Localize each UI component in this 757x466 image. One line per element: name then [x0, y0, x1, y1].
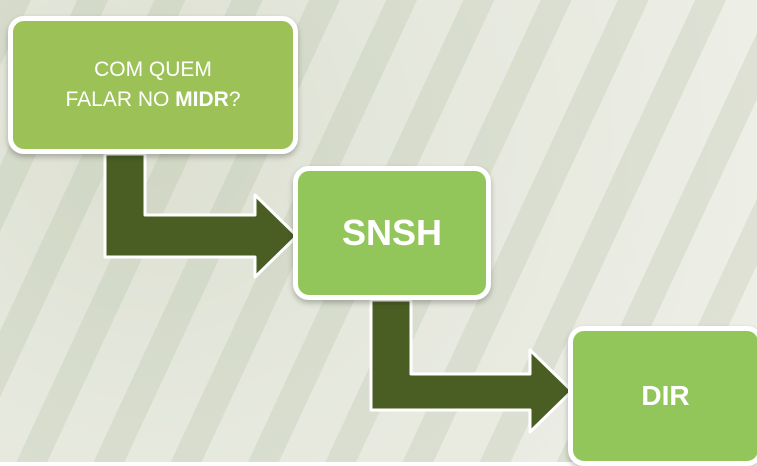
node-snsh: SNSH: [293, 166, 491, 300]
node-snsh-label: SNSH: [341, 212, 443, 253]
node-dir: DIR: [568, 326, 757, 466]
node-line-1: COM QUEM: [94, 58, 212, 81]
arrow-start-to-snsh: [103, 152, 299, 279]
node-dir-label: DIR: [641, 380, 690, 411]
node-question-mark: ?: [228, 88, 241, 111]
node-com-quem-falar-text: COM QUEM FALAR NO MIDR?: [65, 55, 240, 115]
arrow-snsh-to-dir: [369, 298, 574, 434]
node-com-quem-falar: COM QUEM FALAR NO MIDR?: [8, 16, 298, 154]
node-bold-midr: MIDR: [175, 88, 229, 111]
node-line-2-prefix: FALAR NO: [65, 88, 170, 111]
node-line-2: FALAR NO MIDR?: [65, 85, 240, 115]
